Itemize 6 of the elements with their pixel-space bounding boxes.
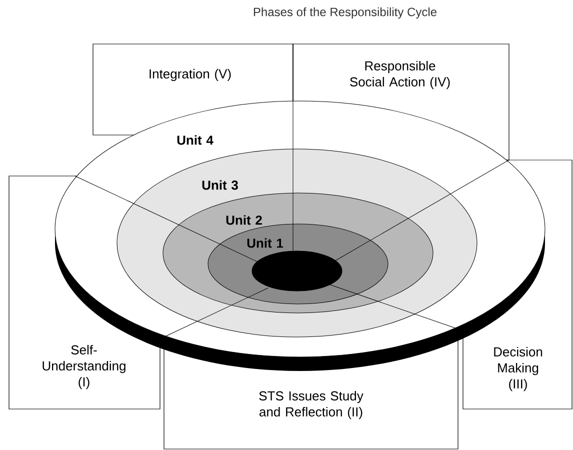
ring-label: Unit 1 — [247, 238, 284, 248]
ring-label: Unit 2 — [226, 215, 262, 225]
title: Phases of the Responsibility Cycle — [254, 7, 436, 19]
ring-label: Unit 3 — [202, 180, 238, 190]
core-ellipse — [252, 250, 342, 292]
ring-label: Unit 4 — [177, 135, 214, 145]
